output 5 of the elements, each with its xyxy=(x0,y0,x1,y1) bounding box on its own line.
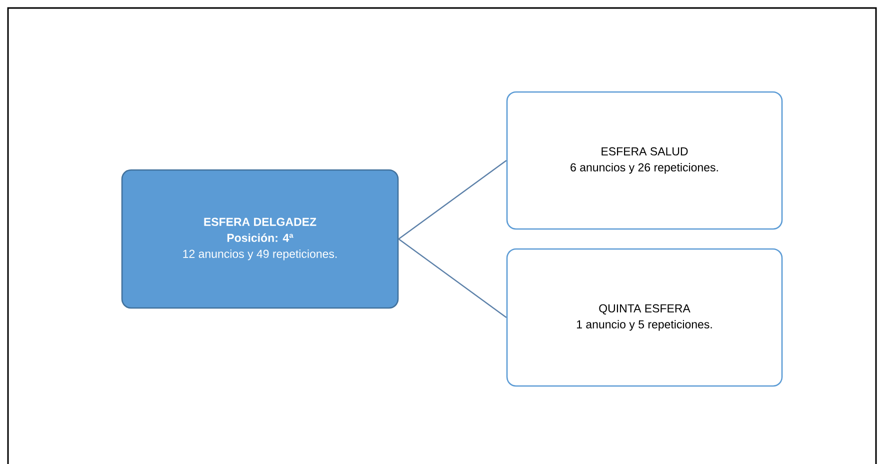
process-box: ESFERA DELGADEZ Posición: 4ª 12 anuncios y 49 repeticiones. xyxy=(121,169,399,309)
connector-line xyxy=(398,160,507,240)
info-box: ESFERA SALUD 6 anuncios y 26 repeticiones. xyxy=(506,91,783,230)
connector-line xyxy=(398,238,507,318)
info-box: QUINTA ESFERA 1 anuncio y 5 repeticiones. xyxy=(506,248,783,387)
